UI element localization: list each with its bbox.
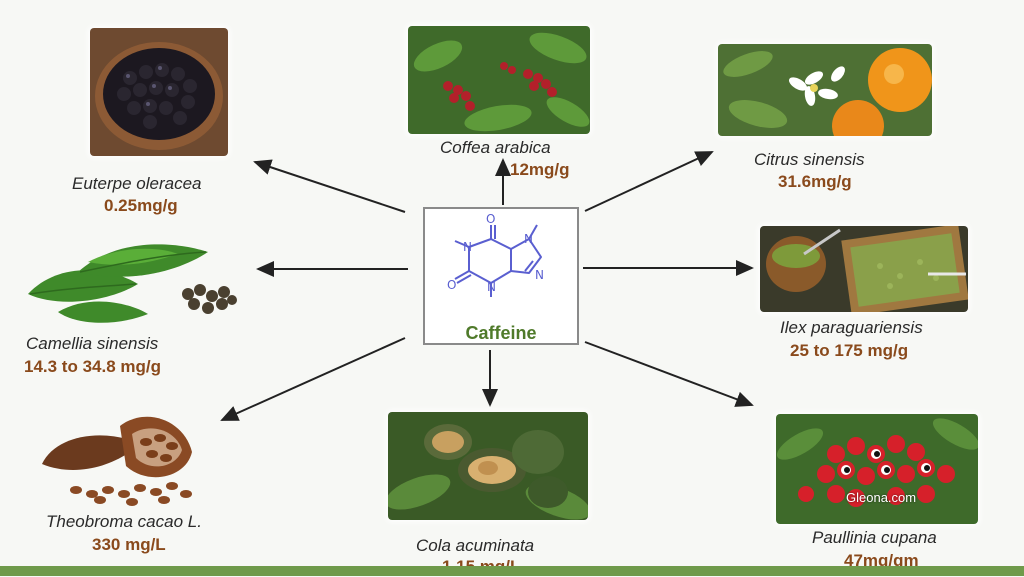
svg-text:O: O — [447, 278, 456, 292]
species-ilex: Ilex paraguariensis — [780, 318, 923, 337]
arrow-paullinia — [584, 341, 754, 407]
amount-ilex: 25 to 175 mg/g — [790, 341, 909, 360]
amount-euterpe: 0.25mg/g — [104, 196, 178, 215]
species-camellia: Camellia sinensis — [26, 334, 159, 353]
amount-camellia: 14.3 to 34.8 mg/g — [24, 357, 161, 376]
svg-text:N: N — [535, 268, 544, 282]
amount-theobroma: 330 mg/L — [92, 535, 166, 554]
svg-text:O: O — [486, 212, 495, 226]
svg-text:N: N — [487, 280, 496, 294]
species-coffea: Coffea arabica — [440, 138, 551, 157]
cacao-pod-image — [36, 406, 208, 508]
amount-coffea: 12mg/g — [510, 160, 570, 179]
species-theobroma: Theobroma cacao L. — [46, 512, 202, 531]
orange-blossom-image — [718, 44, 932, 136]
svg-text:N: N — [463, 240, 472, 254]
species-euterpe: Euterpe oleracea — [72, 174, 202, 193]
species-paullinia: Paullinia cupana — [812, 528, 937, 547]
caffeine-box: O O N N N N Caffeine — [423, 207, 579, 345]
species-cola: Cola acuminata — [416, 536, 535, 555]
kola-nut-image — [388, 412, 588, 520]
bottom-strip — [0, 566, 1024, 576]
watermark-text: Gleona.com — [846, 490, 917, 505]
yerba-mate-image — [760, 226, 968, 312]
tea-leaves-image — [18, 232, 244, 328]
coffee-cherries-image — [408, 26, 590, 134]
caffeine-label: Caffeine — [465, 323, 537, 343]
arrow-euterpe — [253, 159, 406, 213]
acai-berries-image — [90, 28, 228, 156]
amount-paullinia: 47mg/gm — [844, 551, 919, 570]
svg-text:N: N — [524, 232, 533, 246]
arrow-theobroma — [220, 337, 406, 421]
arrow-citrus — [584, 151, 714, 212]
guarana-image — [776, 414, 978, 524]
caffeine-structure-icon: O O N N N N — [447, 212, 544, 297]
species-citrus: Citrus sinensis — [754, 150, 865, 169]
amount-citrus: 31.6mg/g — [778, 172, 852, 191]
